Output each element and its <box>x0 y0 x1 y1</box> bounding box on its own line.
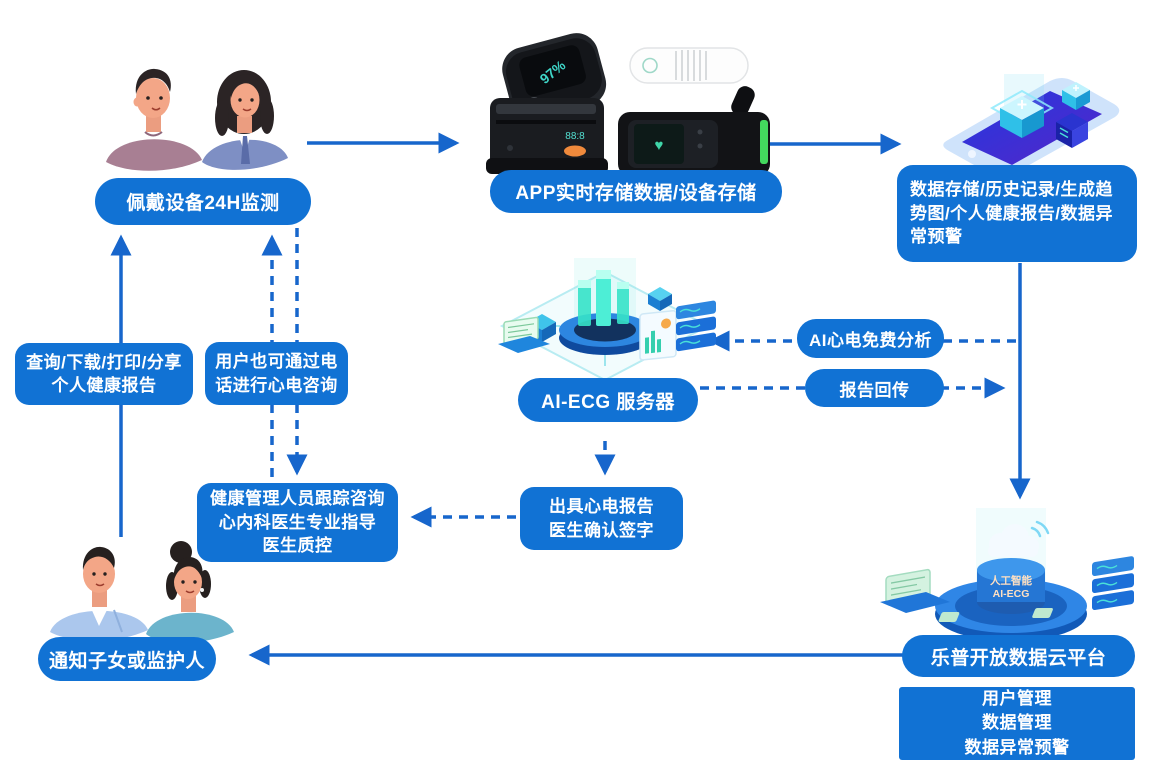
node-ai-analysis: AI心电免费分析 <box>797 319 944 358</box>
cloud-platform-illustration: 人工智能 AI-ECG <box>880 508 1134 641</box>
elderly-users-illustration <box>106 68 288 171</box>
phone-illustration <box>943 74 1120 176</box>
holter-recorder-icon: ♥ <box>618 86 770 176</box>
node-data-storage: 数据存储/历史记录/生成趋 势图/个人健康报告/数据异 常预警 <box>897 165 1137 262</box>
node-platform-functions: 用户管理 数据管理 数据异常预警 <box>899 687 1135 760</box>
server-rack-icon <box>676 300 716 352</box>
node-cloud-platform: 乐普开放数据云平台 <box>902 635 1135 677</box>
bp-printer-icon: 88:8 <box>486 98 608 174</box>
chip-icon <box>1032 608 1053 618</box>
node-notify-family: 通知子女或监护人 <box>38 637 216 681</box>
node-health-management: 健康管理人员跟踪咨询 心内科医生专业指导 医生质控 <box>197 483 398 562</box>
svg-text:88:8: 88:8 <box>565 131 585 142</box>
platform-badge-line2: AI-ECG <box>993 588 1030 600</box>
chart-panel-icon <box>639 309 677 361</box>
server-stack-icon <box>1092 556 1134 610</box>
ai-server-illustration <box>498 258 716 382</box>
ecg-patch-icon <box>629 47 749 84</box>
node-report-return: 报告回传 <box>805 369 944 407</box>
family-users-illustration <box>50 541 234 643</box>
node-phone-consult: 用户也可通过电 话进行心电咨询 <box>205 342 348 405</box>
person-man-icon <box>106 68 202 171</box>
laptop-icon <box>880 568 950 613</box>
node-issue-report: 出具心电报告 医生确认签字 <box>520 487 683 550</box>
chip-icon <box>938 612 960 622</box>
node-query-report: 查询/下载/打印/分享 个人健康报告 <box>15 343 193 405</box>
glow-cube-icon <box>989 89 1055 138</box>
cloud-icon <box>988 520 1050 557</box>
node-app-storage: APP实时存储数据/设备存储 <box>490 170 782 213</box>
data-module-icon <box>1056 113 1088 148</box>
platform-base <box>935 558 1087 641</box>
devices-illustration: 97% 88:8 ♥ <box>486 33 770 176</box>
person-daughter-icon <box>146 541 234 643</box>
iso-cube-top-icon <box>648 287 672 311</box>
glow-cube-small-icon <box>1062 82 1090 110</box>
holter-heart-glyph: ♥ <box>655 137 664 154</box>
person-son-icon <box>50 546 148 641</box>
server-podium <box>559 270 651 355</box>
node-ai-ecg-server: AI-ECG 服务器 <box>518 378 698 422</box>
node-wear-device: 佩戴设备24H监测 <box>95 178 311 225</box>
person-woman-icon <box>202 70 288 170</box>
platform-badge-line1: 人工智能 <box>990 574 1032 587</box>
